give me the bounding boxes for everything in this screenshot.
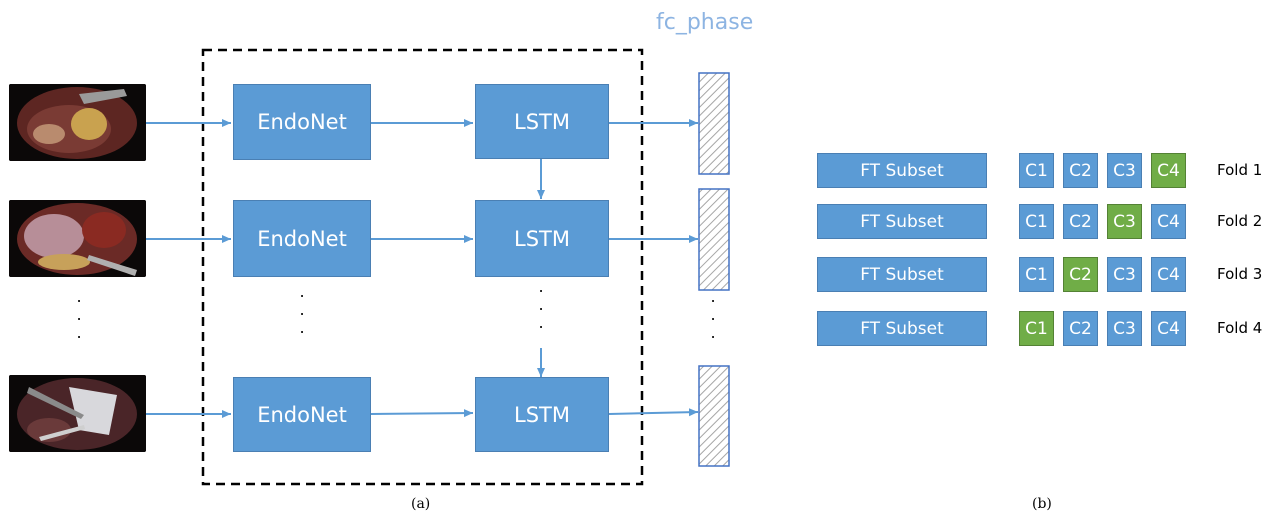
arrow-lstm-fc-3 xyxy=(608,408,699,417)
fc-layer-2 xyxy=(698,188,730,291)
ft-subset-3: FT Subset xyxy=(817,257,987,292)
fold-2-cell-c4: C4 xyxy=(1151,204,1186,239)
ellipsis-lstm: ... xyxy=(538,277,544,332)
fold-1-label: Fold 1 xyxy=(1217,161,1263,179)
ellipsis-fc: ... xyxy=(710,287,716,342)
caption-a: (a) xyxy=(411,496,431,512)
fold-2-label: Fold 2 xyxy=(1217,212,1263,230)
lstm-block-2: LSTM xyxy=(475,200,609,277)
fold-3-cell-c2-test: C2 xyxy=(1063,257,1098,292)
fold-2-cell-c3-test: C3 xyxy=(1107,204,1142,239)
fold-3-label: Fold 3 xyxy=(1217,265,1263,283)
fc-phase-label: fc_phase xyxy=(656,10,754,35)
ft-subset-2: FT Subset xyxy=(817,204,987,239)
fold-1-cell-c1: C1 xyxy=(1019,153,1054,188)
lstm-block-1: LSTM xyxy=(475,84,609,159)
fold-4-cell-c1-test: C1 xyxy=(1019,311,1054,346)
fold-1-cell-c4-test: C4 xyxy=(1151,153,1186,188)
fold-4-label: Fold 4 xyxy=(1217,319,1263,337)
fold-2-cell-c2: C2 xyxy=(1063,204,1098,239)
fold-1-cell-c2: C2 xyxy=(1063,153,1098,188)
endonet-block-3: EndoNet xyxy=(233,377,371,452)
ellipsis-frames: ... xyxy=(76,287,82,342)
video-frame-1 xyxy=(9,84,146,161)
video-frame-2 xyxy=(9,200,146,277)
ft-subset-4: FT Subset xyxy=(817,311,987,346)
ellipsis-endonet: ... xyxy=(299,282,305,337)
fold-4-cell-c2: C2 xyxy=(1063,311,1098,346)
fold-4-cell-c4: C4 xyxy=(1151,311,1186,346)
video-frame-3 xyxy=(9,375,146,452)
endonet-block-1: EndoNet xyxy=(233,84,371,160)
arrow-endonet-lstm-3 xyxy=(370,409,474,418)
ft-subset-1: FT Subset xyxy=(817,153,987,188)
fold-3-cell-c4: C4 xyxy=(1151,257,1186,292)
lstm-block-3: LSTM xyxy=(475,377,609,452)
endonet-block-2: EndoNet xyxy=(233,200,371,277)
caption-b: (b) xyxy=(1032,496,1052,512)
fold-1-cell-c3: C3 xyxy=(1107,153,1142,188)
fold-3-cell-c1: C1 xyxy=(1019,257,1054,292)
fold-4-cell-c3: C3 xyxy=(1107,311,1142,346)
fold-3-cell-c3: C3 xyxy=(1107,257,1142,292)
fc-layer-3 xyxy=(698,365,730,467)
fc-layer-1 xyxy=(698,72,730,175)
fold-2-cell-c1: C1 xyxy=(1019,204,1054,239)
